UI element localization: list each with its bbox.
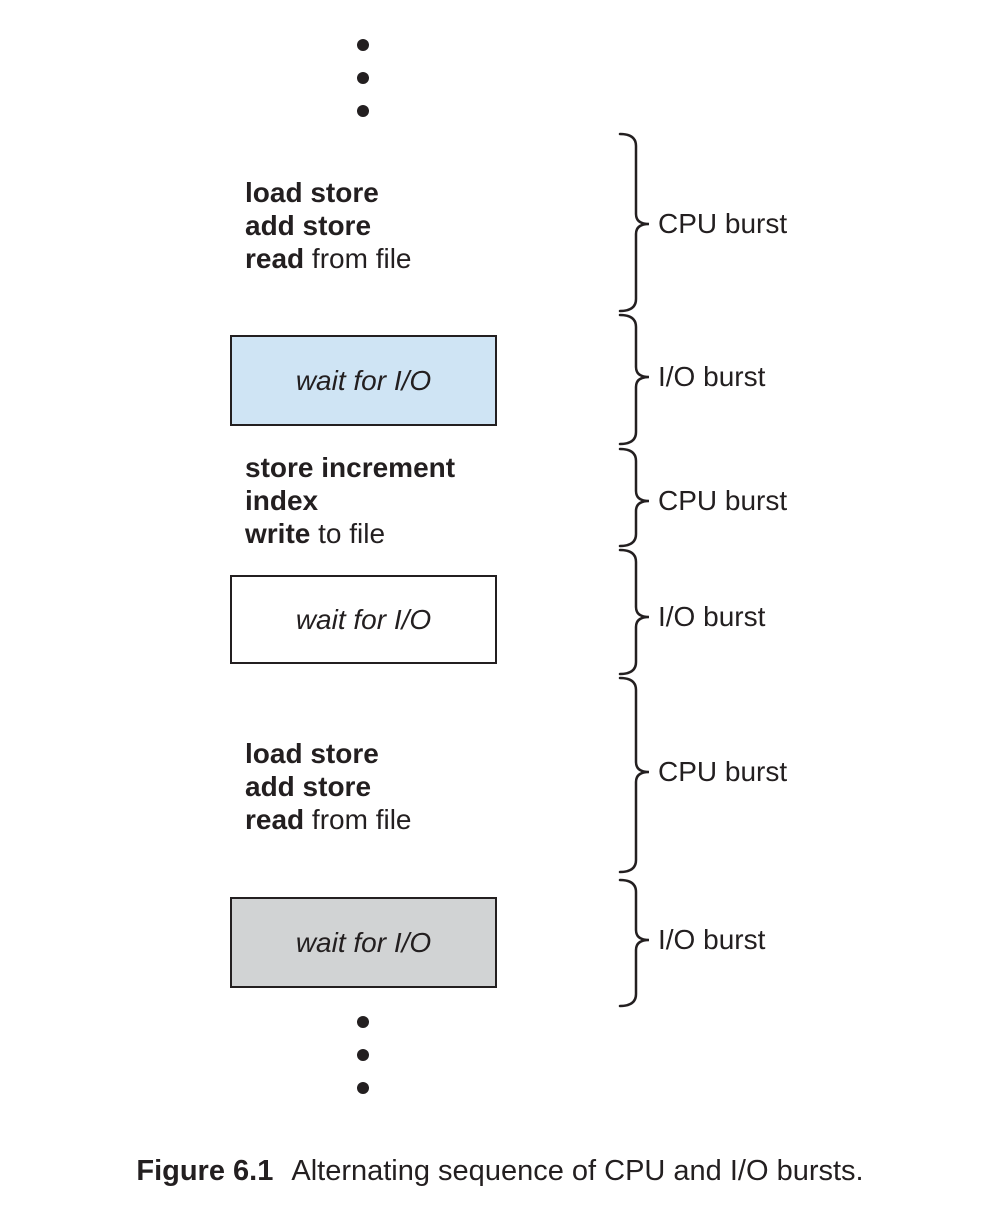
code-line: read from file (245, 803, 412, 836)
code-bold: add store (245, 771, 372, 802)
wait-box-label: wait for I/O (295, 603, 432, 635)
ellipsis-bottom (357, 1016, 369, 1094)
code-bold: read (245, 804, 305, 835)
ellipsis-dot (357, 1016, 369, 1028)
code-rest: from file (304, 804, 412, 835)
wait-box-label: wait for I/O (295, 926, 432, 958)
figure-caption: Figure 6.1 Alternating sequence of CPU an… (0, 1155, 1000, 1188)
brace-cpu-burst-3 (618, 676, 650, 874)
code-bold: add store (245, 210, 372, 241)
code-bold: load store (245, 177, 379, 208)
code-line: load store (245, 176, 412, 209)
code-line: index (245, 484, 455, 517)
brace-cpu-burst-1 (618, 132, 650, 313)
code-bold: load store (245, 738, 379, 769)
code-bold: read (245, 243, 305, 274)
brace-io-burst-2 (618, 548, 650, 676)
code-rest: from file (304, 243, 412, 274)
ellipsis-dot (357, 1049, 369, 1061)
burst-label-4: I/O burst (658, 601, 766, 632)
brace-cpu-burst-2 (618, 447, 650, 548)
burst-label-2: I/O burst (658, 361, 766, 392)
brace-io-burst-1 (618, 313, 650, 446)
cpu-code-block-3: load store add store read from file (245, 737, 412, 836)
ellipsis-dot (357, 72, 369, 84)
caption-figure-number: Figure 6.1 (136, 1155, 274, 1187)
ellipsis-dot (357, 39, 369, 51)
ellipsis-dot (357, 1082, 369, 1094)
ellipsis-dot (357, 105, 369, 117)
code-line: read from file (245, 242, 412, 275)
burst-label-6: I/O burst (658, 924, 766, 955)
burst-label-3: CPU burst (658, 485, 788, 516)
burst-label-5: CPU burst (658, 756, 788, 787)
io-wait-box-1: wait for I/O (230, 335, 497, 426)
code-bold: write (245, 518, 311, 549)
code-line: add store (245, 209, 412, 242)
io-wait-box-2: wait for I/O (230, 575, 497, 664)
wait-box-label: wait for I/O (295, 364, 432, 396)
code-bold: store increment (245, 452, 456, 483)
ellipsis-top (357, 39, 369, 117)
caption-text: Alternating sequence of CPU and I/O burs… (291, 1155, 864, 1187)
code-line: store increment (245, 451, 455, 484)
brace-io-burst-3 (618, 878, 650, 1008)
io-wait-box-3: wait for I/O (230, 897, 497, 988)
burst-label-1: CPU burst (658, 208, 788, 239)
cpu-code-block-1: load store add store read from file (245, 176, 412, 275)
code-rest: to file (310, 518, 386, 549)
code-line: load store (245, 737, 412, 770)
cpu-code-block-2: store increment index write to file (245, 451, 455, 550)
code-bold: index (245, 485, 319, 516)
bursts-brace-column (618, 132, 650, 1008)
code-line: add store (245, 770, 412, 803)
code-line: write to file (245, 517, 455, 550)
